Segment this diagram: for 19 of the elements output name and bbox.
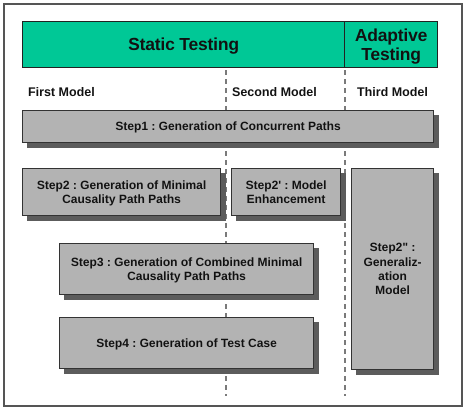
process-box [59, 243, 319, 300]
step-label: Step1 : Generation of Concurrent Paths [115, 119, 341, 134]
process-box [59, 317, 319, 374]
header-title: Static Testing [128, 35, 239, 54]
header-band [344, 21, 438, 68]
column-label: First Model [28, 85, 95, 99]
step-label: Step2" : Generaliz- ation Model [362, 240, 423, 298]
column-label: Third Model [357, 85, 428, 99]
process-box [22, 110, 439, 148]
header-title: Adaptive Testing [354, 26, 428, 64]
process-box [22, 168, 226, 221]
step-label: Step3 : Generation of Combined Minimal Causality Path Paths [70, 254, 304, 284]
step-label: Step2' : Model Enhancement [244, 178, 328, 206]
process-box [351, 168, 439, 375]
header-band [22, 21, 345, 68]
step-label: Step4 : Generation of Test Case [96, 336, 277, 350]
step-label: Step2 : Generation of Minimal Causality Path Paths [36, 178, 208, 206]
column-label: Second Model [232, 85, 317, 99]
process-box [231, 168, 346, 221]
